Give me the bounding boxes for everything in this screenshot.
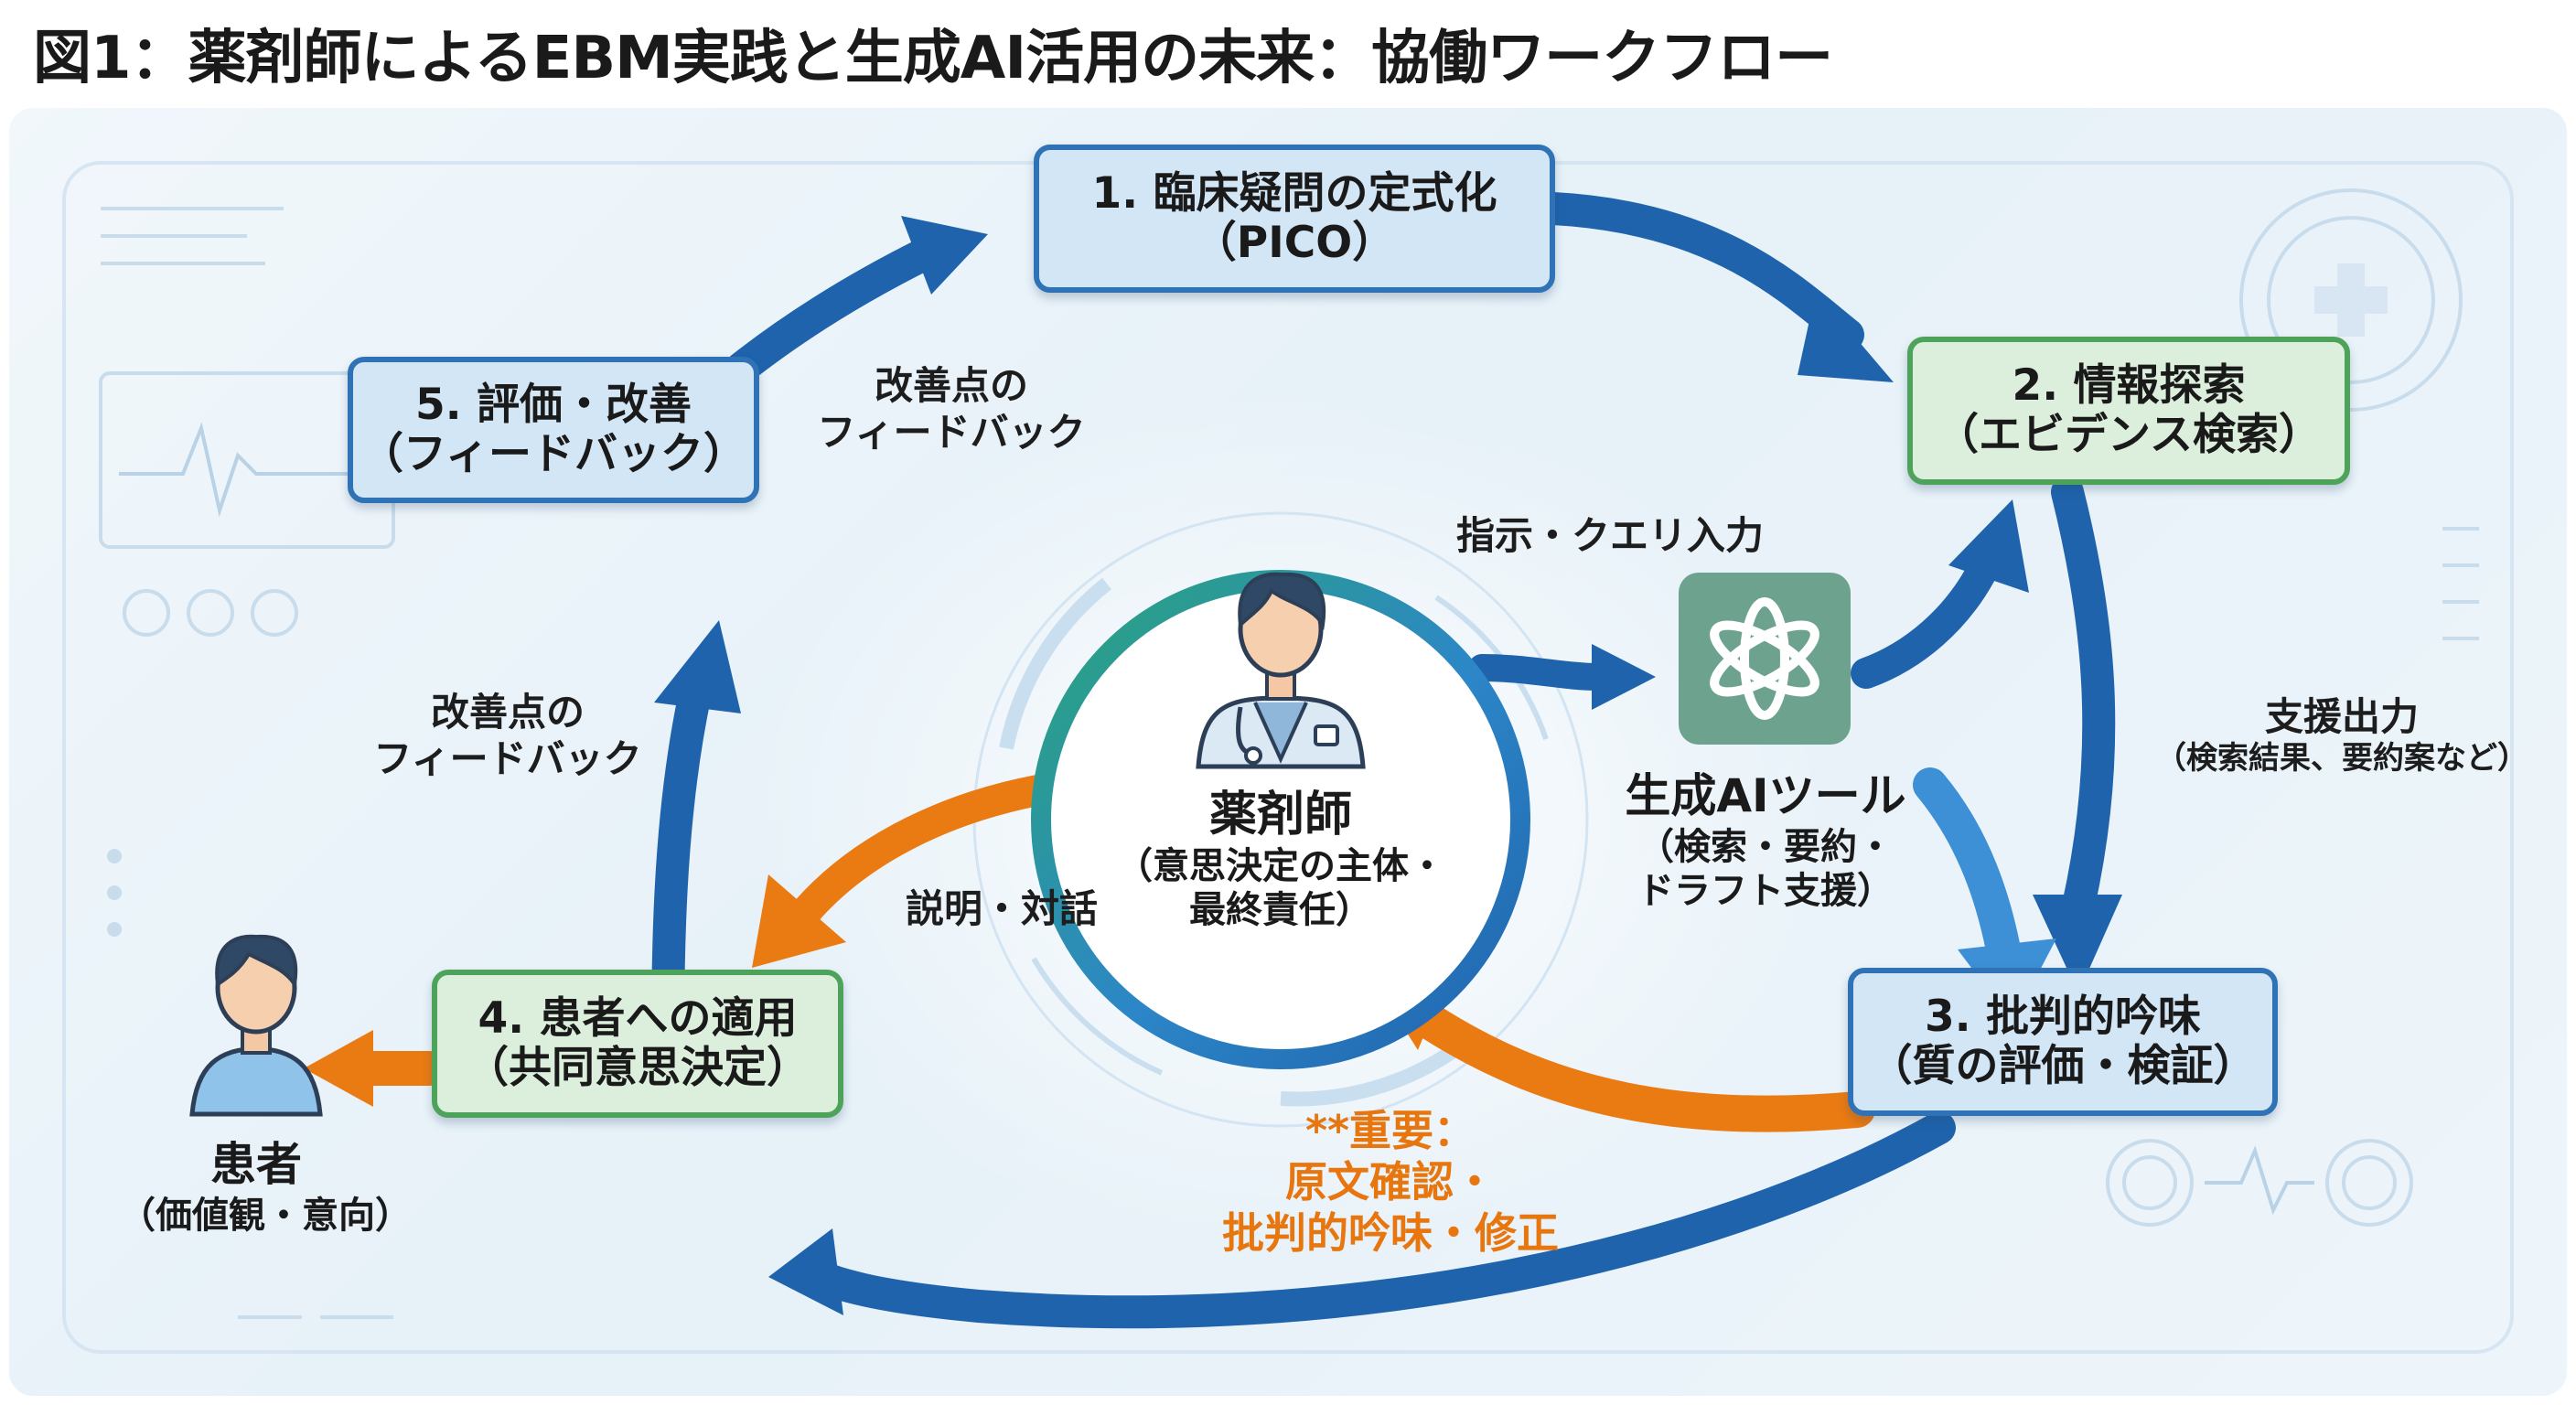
patient-desc: （価値観・意向） — [119, 1195, 412, 1237]
important-note: **重要： 原文確認・ 批判的吟味・修正 — [1175, 1105, 1605, 1259]
explain-label: 説明・対話 — [905, 886, 1098, 931]
step1-box: 1. 臨床疑問の定式化 （PICO） — [1034, 145, 1555, 293]
step3-box: 3. 批判的吟味 （質の評価・検証） — [1848, 968, 2278, 1116]
workflow-diagram — [62, 161, 2514, 1354]
center-rings — [972, 511, 1589, 1128]
ai-logo-icon — [1710, 597, 1819, 720]
step3-subtitle: （質の評価・検証） — [1869, 1041, 2257, 1091]
pharmacist-name: 薬剤師 — [1208, 788, 1352, 842]
ai-support-arrow — [1913, 767, 2021, 967]
important-line1: **重要： — [1304, 1106, 1476, 1155]
step4-title: 4. 患者への適用 — [478, 992, 798, 1044]
ai-tool-label: 生成AIツール （検索・要約・ ドラフト支援） — [1601, 759, 1930, 913]
page-title: 図1：薬剤師によるEBM実践と生成AI活用の未来：協働ワークフロー — [33, 25, 1833, 92]
support-output-label: 支援出力 （検索結果、要約案など） — [2141, 693, 2543, 778]
ai-to-search-arrow — [1851, 550, 2001, 689]
diagram-panel: 1. 臨床疑問の定式化 （PICO） 2. 情報探索 （エビデンス検索） 3. … — [9, 108, 2567, 1396]
important-line3: 批判的吟味・修正 — [1222, 1208, 1559, 1259]
cycle-arrowheads — [654, 216, 2122, 1315]
ai-to-search-arrowhead — [1948, 499, 2029, 593]
step2-subtitle: （エビデンス検索） — [1935, 410, 2323, 460]
step5-title: 5. 評価・改善 — [415, 379, 692, 430]
instruction-label: 指示・クエリ入力 — [1455, 513, 1764, 558]
step3-title: 3. 批判的吟味 — [1925, 991, 2201, 1042]
ai-tool-desc-line2: ドラフト支援） — [1637, 870, 1894, 912]
instruction-arrow — [1468, 654, 1610, 691]
step5-box: 5. 評価・改善 （フィードバック） — [348, 357, 759, 503]
pharmacist-label: 薬剤師 （意思決定の主体・ 最終責任） — [1098, 776, 1464, 932]
feedback-label-left: 改善点の フィードバック — [361, 689, 654, 782]
pharmacist-role-line2: 最終責任） — [1189, 889, 1372, 931]
step2-box: 2. 情報探索 （エビデンス検索） — [1907, 337, 2350, 485]
support-line1: 支援出力 — [2264, 694, 2419, 739]
step5-subtitle: （フィードバック） — [360, 429, 747, 479]
step2-title: 2. 情報探索 — [2012, 359, 2246, 411]
step1-subtitle: （PICO） — [1193, 218, 1396, 268]
feedback-left-line1: 改善点の — [430, 690, 585, 735]
feedback-left-line2: フィードバック — [373, 736, 642, 782]
medical-cross-icon — [2314, 263, 2388, 337]
feedback-top-line1: 改善点の — [874, 363, 1028, 408]
step1-title: 1. 臨床疑問の定式化 — [1091, 167, 1497, 219]
step4-subtitle: （共同意思決定） — [466, 1043, 810, 1093]
important-line2: 原文確認・ — [1285, 1157, 1496, 1207]
support-line2: （検索結果、要約案など） — [2155, 740, 2528, 778]
pharmacist-circle — [1036, 574, 1526, 1065]
step4-box: 4. 患者への適用 （共同意思決定） — [432, 970, 843, 1118]
pharmacist-icon — [1196, 572, 1366, 769]
patient-name: 患者 — [210, 1138, 302, 1191]
feedback-top-line2: フィードバック — [817, 410, 1086, 456]
instruction-arrowhead — [1592, 644, 1656, 710]
ai-tool-desc-line1: （検索・要約・ — [1637, 826, 1894, 868]
patient-label: 患者 （価値観・意向） — [119, 1128, 412, 1238]
patient-icon — [189, 934, 323, 1117]
pharmacist-role-line1: （意思決定の主体・ — [1116, 845, 1445, 887]
ai-tool-name: 生成AIツール — [1625, 769, 1906, 822]
feedback-label-top: 改善点の フィードバック — [805, 362, 1098, 456]
